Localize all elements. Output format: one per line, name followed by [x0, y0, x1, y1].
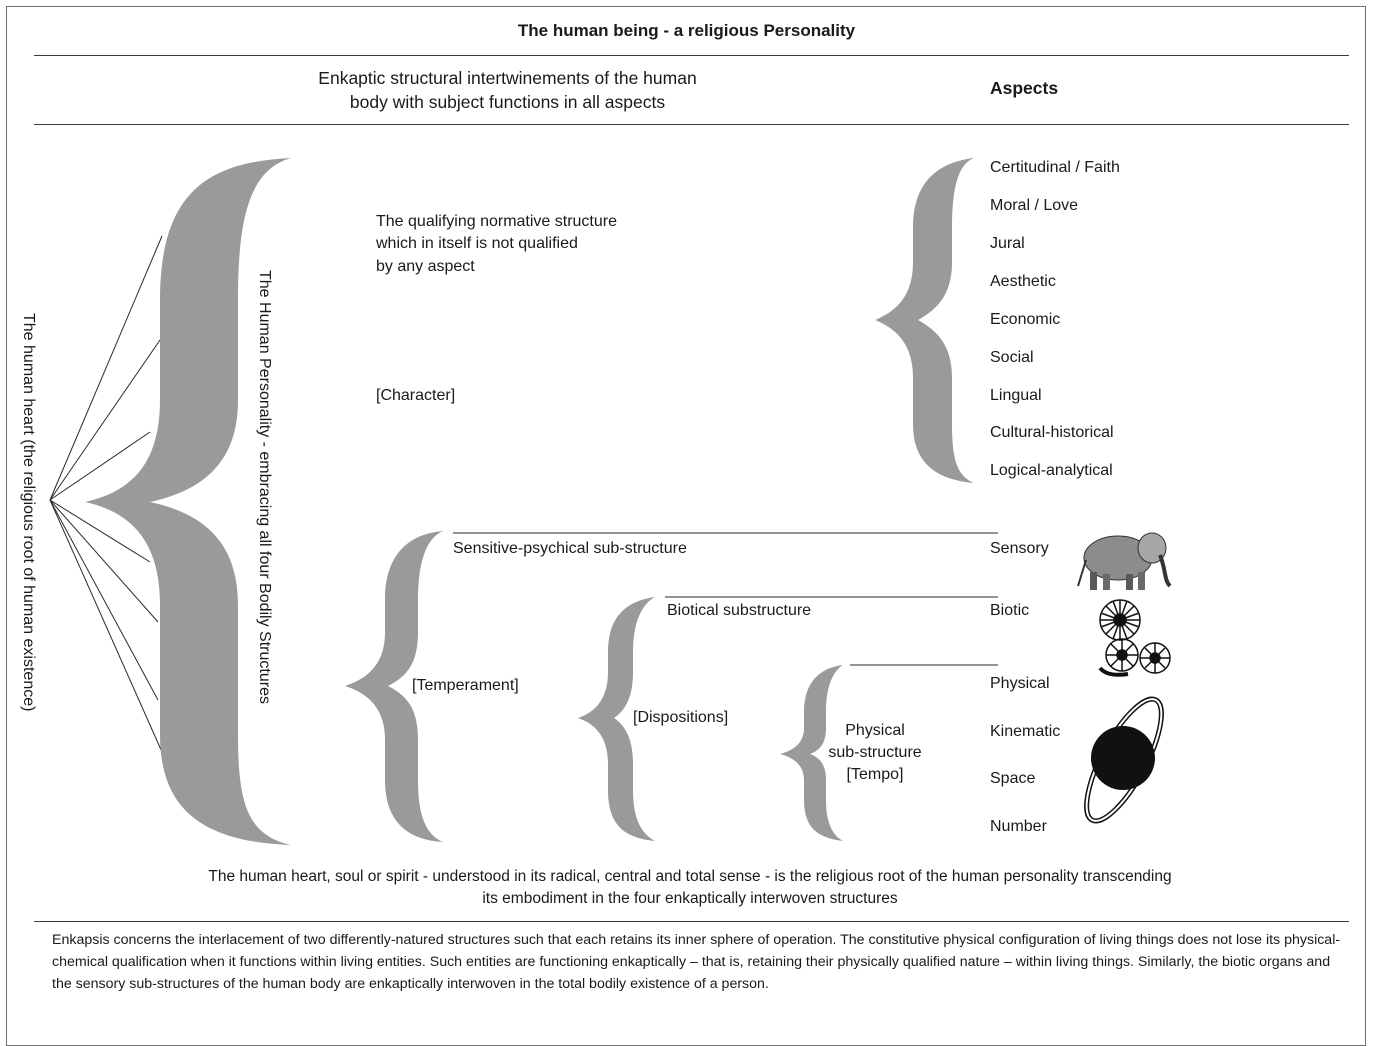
aspect-sensory: Sensory [990, 540, 1049, 557]
header-rule [34, 124, 1349, 125]
physical-substructure-line1: Physical [845, 722, 905, 739]
flowers-icon [1098, 599, 1171, 677]
sensitive-substructure-label: Sensitive-psychical sub-structure [453, 540, 687, 557]
fan-line [49, 499, 159, 701]
character-description-line2: which in itself is not qualified [376, 235, 578, 252]
heart-summary-line1: The human heart, soul or spirit - unders… [208, 868, 1172, 885]
aspect-jural: Jural [990, 235, 1025, 252]
fan-line [49, 431, 151, 501]
footer-rule [34, 921, 1349, 922]
personality-brace [85, 158, 291, 845]
enkapsis-explanation: Enkapsis concerns the interlacement of t… [52, 932, 1341, 992]
normative-aspects-brace [875, 158, 974, 483]
character-description-line3: by any aspect [376, 258, 475, 275]
fan-line [49, 339, 161, 501]
physical-substructure-line2: sub-structure [828, 744, 922, 761]
aspect-space: Space [990, 770, 1036, 787]
title-rule [34, 55, 1349, 56]
physical-substructure-line3: [Tempo] [846, 766, 904, 783]
column-header-line1: Enkaptic structural intertwinements of t… [318, 68, 697, 88]
aspect-social: Social [990, 349, 1034, 366]
aspect-biotic: Biotic [990, 602, 1030, 619]
aspect-number: Number [990, 818, 1047, 835]
aspect-moral: Moral / Love [990, 197, 1079, 214]
aspect-logical-analytical: Logical-analytical [990, 462, 1113, 479]
aspect-physical: Physical [990, 675, 1050, 692]
heart-fan-lines [49, 235, 163, 753]
biotical-substructure-label: Biotical substructure [667, 602, 812, 619]
diagram-title: The human being - a religious Personalit… [517, 21, 856, 40]
heart-summary-note: The human heart, soul or spirit - unders… [110, 866, 1270, 910]
aspect-aesthetic: Aesthetic [990, 273, 1056, 290]
aspect-lingual: Lingual [990, 387, 1042, 404]
aspect-cultural-historical: Cultural-historical [990, 424, 1114, 441]
fan-line [49, 499, 151, 563]
aspect-certitudinal: Certitudinal / Faith [990, 159, 1120, 176]
character-description-line1: The qualifying normative structure [376, 213, 617, 230]
dispositions-label: [Dispositions] [633, 709, 729, 726]
physical-substructure-label: Physical sub-structure [Tempo] [820, 720, 930, 786]
planet-orbit-icon [1084, 696, 1164, 824]
character-label: [Character] [376, 387, 456, 404]
temperament-label: [Temperament] [412, 677, 519, 694]
fan-line [49, 235, 163, 501]
column-header-line2: body with subject functions in all aspec… [349, 92, 666, 112]
personality-vertical-label: The Human Personality - embracing all fo… [256, 270, 273, 704]
fan-line [49, 499, 159, 623]
column-header-aspects: Aspects [990, 78, 1059, 98]
temperament-brace [345, 531, 443, 842]
heart-vertical-label: The human heart (the religious root of h… [20, 313, 37, 712]
aspect-economic: Economic [990, 311, 1061, 328]
column-header-structures: Enkaptic structural intertwinements of t… [250, 66, 765, 114]
aspect-kinematic: Kinematic [990, 723, 1061, 740]
heart-summary-line2: its embodiment in the four enkaptically … [482, 890, 898, 907]
tempo-brace [780, 665, 843, 841]
fan-line [49, 499, 163, 753]
elephant-icon [1077, 532, 1172, 590]
dispositions-brace [578, 597, 655, 841]
